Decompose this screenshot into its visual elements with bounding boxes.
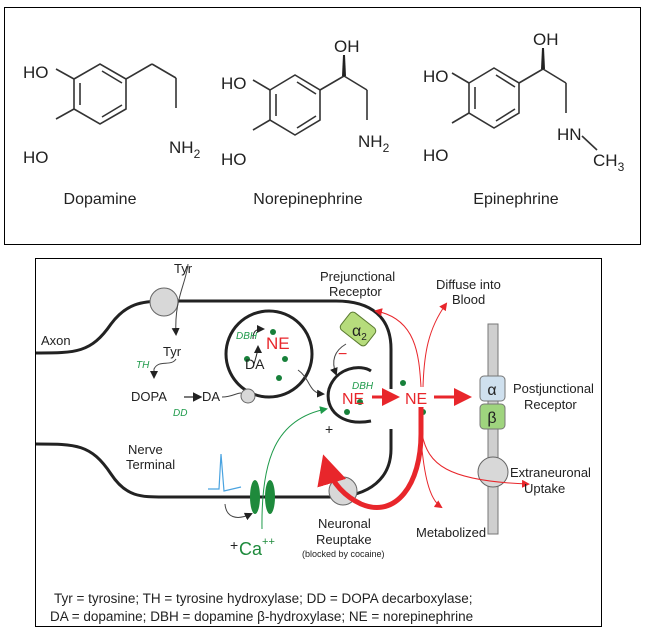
epinephrine-oh-bottom: HO (423, 146, 449, 165)
epinephrine-amine: HN (557, 125, 582, 144)
epinephrine-oh-top: HO (423, 67, 449, 86)
dbh-vesicle-label: DBH (236, 331, 258, 342)
nerve-label-line1: Nerve (128, 442, 163, 457)
dbh-release-label: DBH (352, 381, 374, 392)
neuronal-reuptake-arrow (317, 407, 424, 510)
ne-vesicle-label: NE (266, 334, 290, 353)
synaptic-vesicle (224, 309, 314, 399)
extraneuronal-transporter (477, 456, 509, 488)
extraneuronal-uptake-arrow (421, 433, 530, 488)
postjunctional-label-line2: Receptor (524, 397, 577, 412)
norepinephrine-structure (252, 74, 368, 136)
norepinephrine-side-oh: OH (334, 37, 360, 56)
da-cytosol-label: DA (202, 389, 220, 404)
extraneuronal-label-line1: Extraneuronal (510, 465, 591, 480)
diffuse-label-line2: Blood (452, 292, 485, 307)
da-to-vesicle-line (221, 392, 242, 398)
metabolized-arrow (420, 438, 443, 509)
alpha2-label: α2 (352, 323, 367, 343)
tyr-outside-label: Tyr (174, 261, 193, 276)
dopamine-structure (55, 63, 177, 125)
tyr-uptake-arrow (171, 263, 189, 336)
ne-to-alpha2-arrow (374, 308, 422, 388)
ca-channel-left (250, 480, 260, 514)
norepinephrine-oh-top: HO (221, 74, 247, 93)
dopamine-name: Dopamine (64, 191, 137, 208)
ca-channel-right (265, 480, 275, 514)
postjunctional-label-line1: Postjunctional (513, 381, 594, 396)
action-potential-trace (208, 453, 242, 492)
norepinephrine-oh-bottom: HO (221, 150, 247, 169)
inhibition-sign: − (338, 346, 347, 363)
dopamine-oh-top: HO (23, 63, 49, 82)
alpha-label: α (487, 382, 496, 399)
norepinephrine-amine: NH2 (358, 132, 390, 155)
nerve-terminal-membrane (35, 299, 393, 499)
epinephrine-name: Epinephrine (473, 191, 559, 208)
alpha2-receptor (339, 311, 377, 347)
metabolized-label: Metabolized (416, 525, 486, 540)
da-uptake-arrow (253, 345, 262, 365)
alpha2-inhibition-arrow (330, 343, 347, 376)
epinephrine-side-oh: OH (533, 30, 559, 49)
molecules-svg: HO HO NH2 HO HO OH NH2 HO HO OH HN CH3 D… (23, 30, 625, 208)
dd-enzyme-label: DD (173, 408, 187, 419)
vesicular-transporter (240, 388, 256, 404)
ca-plus-sign: + (230, 537, 238, 553)
prejunctional-receptor-label: Receptor (329, 284, 382, 299)
nerve-label-line2: Terminal (126, 457, 175, 472)
legend-line1: Tyr = tyrosine; TH = tyrosine hydroxylas… (54, 591, 473, 606)
dopamine-oh-bottom: HO (23, 148, 49, 167)
ap-to-channel-arrow (224, 503, 253, 521)
beta-label: β (487, 410, 496, 427)
norepinephrine-wedge-bond (342, 55, 346, 76)
diffuse-label-line1: Diffuse into (436, 277, 501, 292)
pathway-svg: α2 − α β Tyr Axon Tyr DOPA DA DA Prejunc… (35, 261, 594, 624)
legend-line2: DA = dopamine; DBH = dopamine β-hydroxyl… (50, 609, 473, 624)
epinephrine-methyl: CH3 (593, 151, 625, 174)
norepinephrine-name: Norepinephrine (253, 191, 363, 208)
neuronal-label-line3: (blocked by cocaine) (302, 549, 385, 559)
extraneuronal-label-line2: Uptake (524, 481, 565, 496)
ne-release-label: NE (342, 391, 364, 408)
ne-cleft-label: NE (405, 391, 427, 408)
alpha-receptor (479, 375, 506, 402)
molecule-structures-panel: HO HO NH2 HO HO OH NH2 HO HO OH HN CH3 D… (4, 7, 641, 245)
da-vesicle-label: DA (245, 356, 265, 372)
release-site-membrane (326, 366, 372, 424)
norepinephrine-pathway-panel: α2 − α β Tyr Axon Tyr DOPA DA DA Prejunc… (35, 258, 602, 627)
epinephrine-wedge-bond (541, 48, 545, 69)
dbh-arrow (252, 325, 265, 340)
epinephrine-structure (451, 67, 598, 151)
diffuse-blood-arrow (422, 302, 448, 388)
th-enzyme-label: TH (136, 360, 150, 371)
tyr-inside-label: Tyr (163, 344, 182, 359)
neuronal-label-line2: Reuptake (316, 532, 372, 547)
dopamine-amine: NH2 (169, 138, 201, 161)
prejunctional-label: Prejunctional (320, 269, 395, 284)
vesicle-to-release-arrow (297, 369, 325, 398)
tyrosine-transporter (149, 287, 179, 317)
calcium-label: Ca++ (239, 536, 275, 559)
neuronal-label-line1: Neuronal (318, 516, 371, 531)
axon-label: Axon (41, 333, 71, 348)
dopa-label: DOPA (131, 389, 167, 404)
calcium-influx-arrow (261, 406, 328, 530)
release-plus-sign: + (325, 421, 333, 437)
th-arrow (150, 358, 177, 379)
beta-receptor (479, 403, 506, 430)
